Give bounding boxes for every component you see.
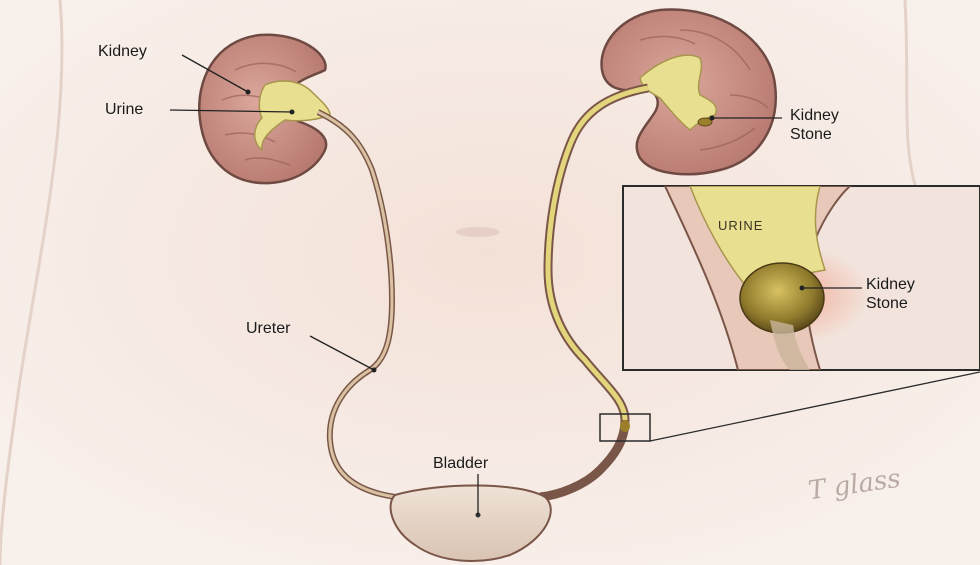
navel — [456, 227, 500, 237]
ureter-stone — [620, 420, 630, 432]
label-bladder: Bladder — [433, 455, 488, 473]
inset-label-kidney-stone: Kidney Stone — [866, 275, 915, 313]
inset-panel — [623, 186, 980, 370]
label-kidney-stone: Kidney Stone — [790, 106, 839, 144]
inset-label-kidney-stone-line1: Kidney — [866, 275, 915, 294]
label-kidney-stone-line1: Kidney — [790, 106, 839, 125]
inset-kidney-stone — [740, 263, 824, 333]
inset-label-kidney-stone-line2: Stone — [866, 294, 915, 313]
label-kidney: Kidney — [98, 43, 147, 61]
label-kidney-stone-line2: Stone — [790, 125, 839, 144]
inset-label-urine: URINE — [718, 218, 763, 233]
left-kidney — [199, 35, 330, 183]
label-ureter: Ureter — [246, 320, 290, 338]
label-urine: Urine — [105, 101, 143, 119]
